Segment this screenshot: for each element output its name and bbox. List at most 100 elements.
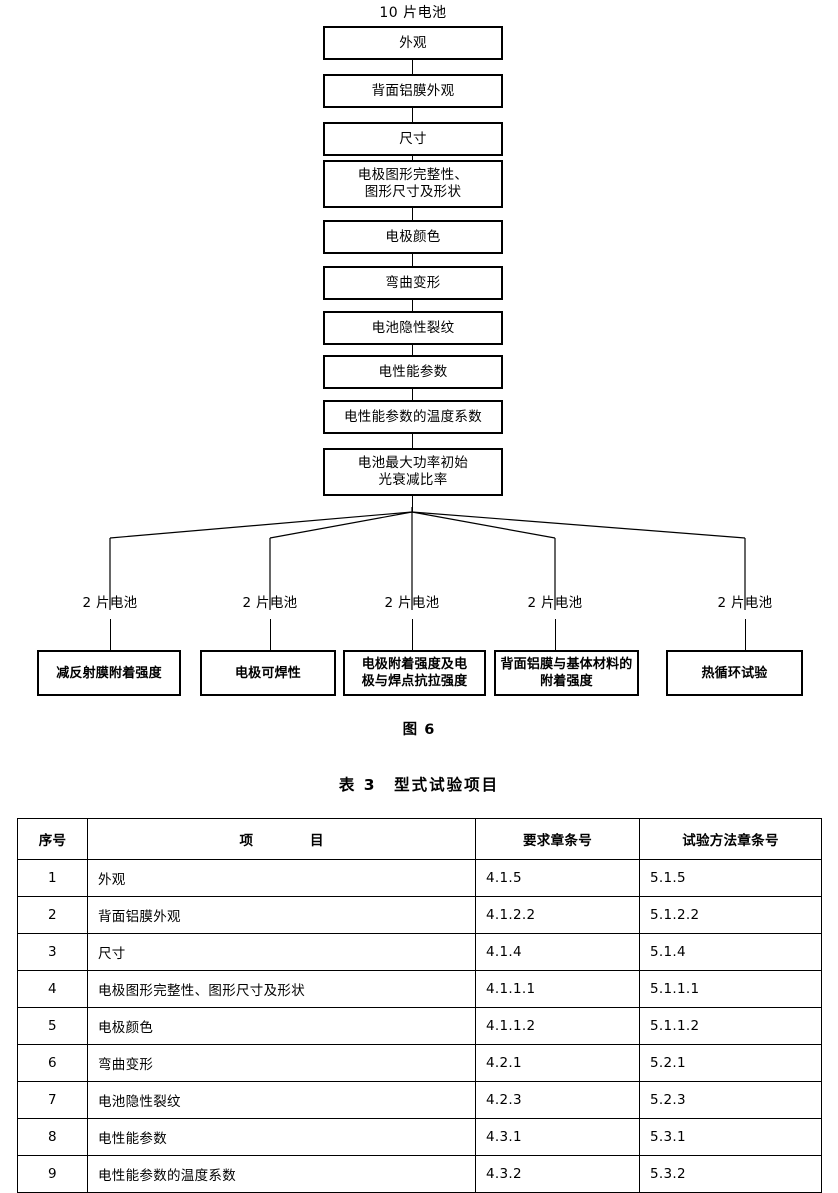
branch-test-box: 电极可焊性 bbox=[200, 650, 336, 696]
column-header-requirement: 要求章条号 bbox=[475, 818, 640, 860]
cell-no: 1 bbox=[17, 859, 88, 897]
branch-test-box: 电极附着强度及电极与焊点抗拉强度 bbox=[343, 650, 486, 696]
branch-count-label: 2 片电池 bbox=[384, 595, 440, 611]
cell-requirement: 4.2.1 bbox=[475, 1044, 640, 1082]
branch-test-label: 电极可焊性 bbox=[234, 665, 301, 681]
flowchart-step-box: 尺寸 bbox=[323, 122, 503, 156]
cell-requirement: 4.1.5 bbox=[475, 859, 640, 897]
table-caption: 表 3 型式试验项目 bbox=[338, 776, 500, 794]
flowchart-connector bbox=[412, 496, 413, 512]
figure-caption: 图 6 bbox=[402, 722, 436, 738]
cell-method: 5.2.1 bbox=[639, 1044, 822, 1082]
flowchart-step-box: 电极图形完整性、图形尺寸及形状 bbox=[323, 160, 503, 208]
flowchart-connector bbox=[412, 108, 413, 122]
flowchart-step-box: 背面铝膜外观 bbox=[323, 74, 503, 108]
branch-connector bbox=[270, 619, 271, 650]
branch-test-box: 减反射膜附着强度 bbox=[37, 650, 181, 696]
cell-no: 9 bbox=[17, 1155, 88, 1193]
cell-method: 5.2.3 bbox=[639, 1081, 822, 1119]
branch-test-label: 背面铝膜与基体材料的附着强度 bbox=[500, 657, 633, 689]
cell-no: 4 bbox=[17, 970, 88, 1008]
cell-item: 外观 bbox=[87, 859, 476, 897]
cell-requirement: 4.1.1.1 bbox=[475, 970, 640, 1008]
branch-test-label: 电极附着强度及电极与焊点抗拉强度 bbox=[361, 657, 468, 689]
flowchart-step-label: 尺寸 bbox=[399, 130, 427, 147]
branch-connector bbox=[745, 619, 746, 650]
flowchart-connector bbox=[412, 60, 413, 74]
cell-requirement: 4.3.1 bbox=[475, 1118, 640, 1156]
cell-requirement: 4.1.4 bbox=[475, 933, 640, 971]
cell-requirement: 4.2.3 bbox=[475, 1081, 640, 1119]
flowchart-connector bbox=[412, 156, 413, 160]
table-header-row: 序号 项 目 要求章条号 试验方法章条号 bbox=[17, 818, 822, 860]
flowchart-step-label: 电性能参数的温度系数 bbox=[344, 408, 482, 425]
cell-item: 弯曲变形 bbox=[87, 1044, 476, 1082]
cell-no: 5 bbox=[17, 1007, 88, 1045]
flowchart-step-box: 电性能参数 bbox=[323, 355, 503, 389]
cell-method: 5.1.1.2 bbox=[639, 1007, 822, 1045]
branch-test-box: 背面铝膜与基体材料的附着强度 bbox=[494, 650, 639, 696]
flowchart-step-label: 电极颜色 bbox=[385, 228, 441, 245]
flowchart-step-label: 电性能参数 bbox=[378, 363, 448, 380]
branch-connector bbox=[555, 619, 556, 650]
cell-item: 电极颜色 bbox=[87, 1007, 476, 1045]
flowchart-step-label: 弯曲变形 bbox=[385, 274, 441, 291]
flowchart-step-label: 外观 bbox=[399, 34, 427, 51]
cell-item: 电性能参数的温度系数 bbox=[87, 1155, 476, 1193]
flowchart-connector bbox=[412, 434, 413, 448]
column-header-no: 序号 bbox=[17, 818, 88, 860]
cell-requirement: 4.3.2 bbox=[475, 1155, 640, 1193]
cell-method: 5.3.1 bbox=[639, 1118, 822, 1156]
flowchart-fanout-lines bbox=[109, 507, 746, 610]
cell-item: 电池隐性裂纹 bbox=[87, 1081, 476, 1119]
flowchart-connector bbox=[412, 208, 413, 220]
flowchart-step-box: 电池最大功率初始光衰减比率 bbox=[323, 448, 503, 496]
cell-no: 2 bbox=[17, 896, 88, 934]
branch-count-label: 2 片电池 bbox=[242, 595, 298, 611]
flowchart-connector bbox=[412, 300, 413, 311]
flowchart-step-label: 背面铝膜外观 bbox=[371, 82, 455, 99]
cell-requirement: 4.1.1.2 bbox=[475, 1007, 640, 1045]
cell-item: 电性能参数 bbox=[87, 1118, 476, 1156]
cell-item: 尺寸 bbox=[87, 933, 476, 971]
flowchart-top-label: 10 片电池 bbox=[379, 5, 447, 21]
branch-count-label: 2 片电池 bbox=[527, 595, 583, 611]
flowchart-step-label: 电池隐性裂纹 bbox=[371, 319, 455, 336]
branch-test-label: 减反射膜附着强度 bbox=[56, 665, 162, 681]
branch-test-box: 热循环试验 bbox=[666, 650, 803, 696]
cell-method: 5.1.4 bbox=[639, 933, 822, 971]
table-header: 序号 项 目 要求章条号 试验方法章条号 bbox=[17, 818, 822, 860]
cell-item: 电极图形完整性、图形尺寸及形状 bbox=[87, 970, 476, 1008]
branch-connector bbox=[110, 619, 111, 650]
flowchart-connector bbox=[412, 254, 413, 266]
flowchart-step-box: 弯曲变形 bbox=[323, 266, 503, 300]
flowchart-connector bbox=[412, 389, 413, 400]
column-header-method: 试验方法章条号 bbox=[639, 818, 822, 860]
flowchart-step-box: 外观 bbox=[323, 26, 503, 60]
cell-method: 5.1.1.1 bbox=[639, 970, 822, 1008]
cell-no: 8 bbox=[17, 1118, 88, 1156]
flowchart-step-label: 电池最大功率初始光衰减比率 bbox=[357, 455, 469, 488]
branch-count-label: 2 片电池 bbox=[717, 595, 773, 611]
column-header-item: 项 目 bbox=[87, 818, 476, 860]
flowchart-figure: 10 片电池 外观背面铝膜外观尺寸电极图形完整性、图形尺寸及形状电极颜色弯曲变形… bbox=[37, 5, 803, 738]
cell-method: 5.3.2 bbox=[639, 1155, 822, 1193]
flowchart-step-box: 电池隐性裂纹 bbox=[323, 311, 503, 345]
cell-requirement: 4.1.2.2 bbox=[475, 896, 640, 934]
cell-method: 5.1.5 bbox=[639, 859, 822, 897]
cell-item: 背面铝膜外观 bbox=[87, 896, 476, 934]
cell-method: 5.1.2.2 bbox=[639, 896, 822, 934]
cell-no: 3 bbox=[17, 933, 88, 971]
flowchart-step-box: 电极颜色 bbox=[323, 220, 503, 254]
